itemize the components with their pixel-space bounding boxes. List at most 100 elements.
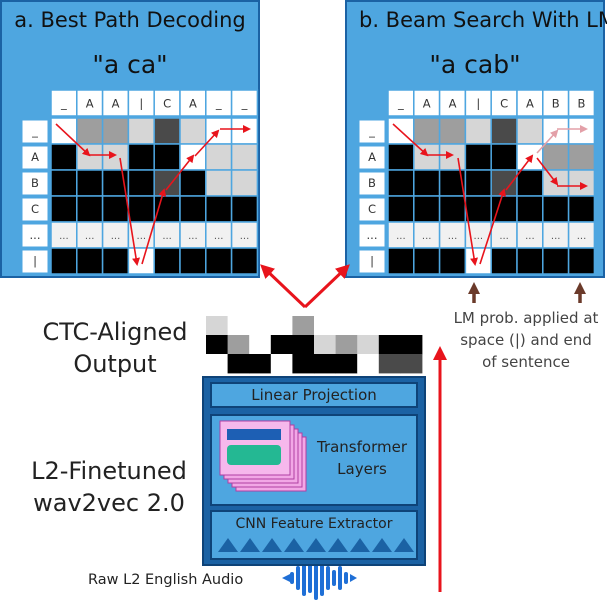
- best-path-probability-cell: [127, 247, 155, 275]
- beam-search-column-header: A: [423, 97, 431, 111]
- ctc-output-cell: [378, 335, 401, 355]
- ctc-label-line2: Output: [73, 350, 157, 378]
- transformer-block: Transformer Layers: [210, 414, 418, 506]
- beam-search-probability-cell: [464, 117, 492, 145]
- beam-search-arrows: [392, 123, 588, 266]
- beam-search-probability-cell: [387, 247, 415, 275]
- best-path-ellipsis-cell-text: ...: [162, 231, 172, 242]
- best-path-row-label-cell: [21, 145, 49, 170]
- best-path-probability-cell: [76, 247, 104, 275]
- ctc-aligned-output-matrix: [206, 316, 423, 374]
- cnn-triangles-icon: [218, 538, 414, 552]
- output-to-panels-arrows: [260, 264, 350, 309]
- best-path-row-label: B: [31, 176, 39, 190]
- best-path-probability-cell: [153, 117, 181, 145]
- beam-search-probability-cell: [542, 143, 570, 171]
- ctc-output-cell: [292, 316, 315, 336]
- best-path-row-label-cell: [21, 171, 49, 196]
- beam-search-probability-cell: [567, 247, 596, 275]
- best-path-probability-cell: [230, 169, 259, 197]
- best-path-probability-cell: [50, 195, 78, 223]
- ctc-output-cell: [357, 354, 380, 374]
- transformer-label-line2: Layers: [337, 460, 387, 478]
- best-path-probability-cell: [101, 247, 130, 275]
- beam-search-row-label-cell: [358, 171, 386, 196]
- beam-search-column-header-cell: [542, 89, 570, 117]
- ctc-output-cell: [270, 335, 293, 355]
- beam-search-column-header: B: [552, 97, 560, 111]
- best-path-probability-cell: [153, 169, 181, 197]
- ctc-output-cell: [378, 354, 401, 374]
- beam-search-column-header: _: [397, 97, 404, 111]
- best-path-ellipsis-cell-text: ...: [137, 231, 147, 242]
- best-path-probability-cell: [230, 143, 259, 171]
- best-path-probability-cell: [205, 247, 233, 275]
- beam-search-probability-cell: [413, 195, 441, 223]
- beam-search-probability-cell: [438, 221, 467, 249]
- best-path-row-label: _: [31, 124, 38, 138]
- best-path-row-label-cell: [21, 223, 49, 248]
- best-path-probability-cell: [153, 221, 181, 249]
- ctc-output-cell: [227, 316, 250, 336]
- best-path-ellipsis-cell-text: ...: [188, 231, 198, 242]
- best-path-column-header: |: [139, 97, 143, 111]
- best-path-probability-cell: [50, 169, 78, 197]
- beam-search-ellipsis-cell-text: ...: [448, 231, 458, 242]
- beam-search-probability-cell: [542, 247, 570, 275]
- best-path-row-label: |: [33, 254, 37, 268]
- beam-search-row-label-cell: [358, 197, 386, 222]
- best-path-probability-cell: [230, 117, 259, 145]
- best-path-ellipsis-cell-text: ...: [111, 231, 121, 242]
- ctc-output-cell: [206, 354, 228, 374]
- best-path-column-header-cell: [230, 89, 259, 117]
- ctc-output-cell: [335, 335, 358, 355]
- best-path-ellipsis-cell-text: ...: [214, 231, 224, 242]
- lm-probability-note: LM prob. applied at space (|) and end of…: [446, 307, 606, 373]
- beam-search-probability-cell: [490, 143, 518, 171]
- best-path-row-label: A: [31, 150, 39, 164]
- beam-search-probability-cell: [567, 143, 596, 171]
- best-path-probability-cell: [179, 247, 207, 275]
- beam-search-probability-cell: [413, 169, 441, 197]
- best-path-probability-cell: [101, 143, 130, 171]
- beam-search-column-header: B: [578, 97, 586, 111]
- beam-search-ellipsis-cell-text: ...: [525, 231, 535, 242]
- beam-search-probability-cell: [438, 247, 467, 275]
- ctc-output-cell: [227, 335, 250, 355]
- beam-search-row-label: _: [368, 124, 375, 138]
- beam-search-ellipsis-cell-text: ...: [474, 231, 484, 242]
- beam-search-column-header: A: [449, 97, 457, 111]
- best-path-title: a. Best Path Decoding: [14, 8, 246, 32]
- ctc-output-cell: [227, 354, 250, 374]
- best-path-ellipsis-cell-text: ...: [240, 231, 250, 242]
- ctc-output-cell: [314, 335, 336, 355]
- model-label-line1: L2-Finetuned: [31, 457, 187, 485]
- beam-search-ellipsis-cell-text: ...: [396, 231, 406, 242]
- beam-search-probability-cell: [464, 169, 492, 197]
- beam-search-column-header-cell: [567, 89, 596, 117]
- transformer-layers-label: Transformer Layers: [308, 436, 416, 480]
- best-path-ellipsis-cell-text: ...: [85, 231, 95, 242]
- best-path-row-label-cell: [21, 197, 49, 222]
- beam-search-row-label: B: [368, 176, 376, 190]
- beam-search-probability-cell: [567, 221, 596, 249]
- beam-search-probability-cell: [490, 117, 518, 145]
- best-path-column-header: A: [112, 97, 120, 111]
- beam-search-ellipsis-cell-text: ...: [577, 231, 587, 242]
- best-path-probability-cell: [50, 221, 78, 249]
- beam-search-ellipsis-cell-text: ...: [422, 231, 432, 242]
- beam-search-probability-cell: [542, 195, 570, 223]
- ctc-output-cell: [292, 335, 315, 355]
- best-path-probability-cell: [205, 195, 233, 223]
- model-label: L2-Finetuned wav2vec 2.0: [24, 455, 194, 519]
- note-line1: LM prob. applied at: [453, 309, 599, 327]
- beam-search-probability-cell: [464, 195, 492, 223]
- best-path-probability-cell: [101, 117, 130, 145]
- beam-search-probability-cell: [516, 117, 544, 145]
- beam-search-probability-cell: [413, 247, 441, 275]
- beam-search-probability-cell: [567, 195, 596, 223]
- ctc-output-cell: [314, 354, 336, 374]
- best-path-probability-cell: [76, 117, 104, 145]
- beam-search-row-label-cell: [358, 119, 386, 144]
